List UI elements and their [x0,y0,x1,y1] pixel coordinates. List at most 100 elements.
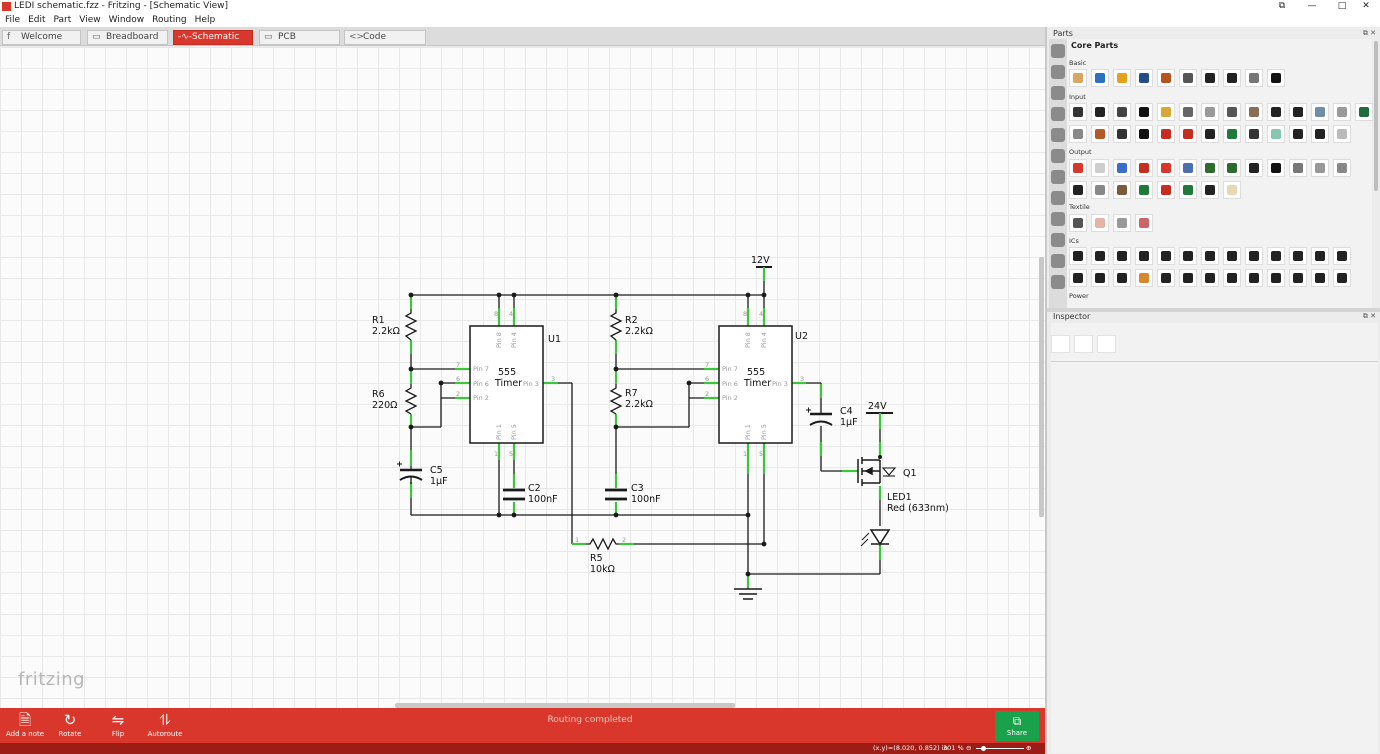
resistor-r5[interactable] [586,537,619,551]
transistor-q1[interactable] [857,457,897,486]
part-input[interactable] [1245,103,1263,121]
ic-u2[interactable]: 555 Timer U2 Pin 8 Pin 4 Pin 7 Pin 6 Pin… [705,310,808,458]
antenna-bin-icon[interactable] [1051,254,1065,268]
part-diode[interactable] [1179,69,1197,87]
part-input[interactable] [1223,125,1241,143]
part-output[interactable] [1201,159,1219,177]
part-input[interactable] [1113,125,1131,143]
part-output[interactable] [1179,159,1197,177]
part-input[interactable] [1069,103,1087,121]
search-bin-icon[interactable] [1051,44,1065,58]
tab-pcb[interactable]: ▭PCB [259,30,340,45]
rotate-button[interactable]: ↻ Rotate [45,708,95,743]
capacitor-c5[interactable] [397,461,423,485]
part-input[interactable] [1201,125,1219,143]
parts-scrollbar[interactable] [1374,41,1378,191]
part-output[interactable] [1135,159,1153,177]
vertical-scrollbar[interactable] [1039,257,1044,517]
part-textile[interactable] [1113,214,1131,232]
menu-routing[interactable]: Routing [152,15,187,25]
resistor-r7[interactable] [609,384,623,415]
part-input[interactable] [1135,125,1153,143]
part-ic[interactable] [1113,247,1131,265]
menu-window[interactable]: Window [108,15,145,25]
part-output[interactable] [1179,181,1197,199]
part-output[interactable] [1091,181,1109,199]
core-bin-icon[interactable] [1051,65,1065,79]
tab-schematic[interactable]: -∿-Schematic [173,30,253,45]
part-ic[interactable] [1223,269,1241,287]
part-ic[interactable] [1157,269,1175,287]
part-ic[interactable] [1333,247,1351,265]
part-input[interactable] [1355,103,1373,121]
menu-view[interactable]: View [79,15,101,25]
part-ic[interactable] [1069,247,1087,265]
dock-splitter[interactable] [1047,308,1380,312]
parts-dock-buttons[interactable]: ⧉ ✕ [1362,29,1376,37]
part-ceramic-capacitor[interactable] [1091,69,1109,87]
part-output[interactable] [1157,159,1175,177]
flip-button[interactable]: ⇋ Flip [93,708,143,743]
part-ic[interactable] [1201,269,1219,287]
minimize-button[interactable]: — [1307,1,1317,11]
part-ic[interactable] [1267,269,1285,287]
part-input[interactable] [1223,103,1241,121]
more-bin-icon[interactable] [1051,233,1065,247]
capacitor-c2[interactable] [503,488,525,501]
menu-edit[interactable]: Edit [28,15,46,25]
part-input[interactable] [1267,103,1285,121]
tab-breadboard[interactable]: ▭Breadboard [87,30,168,45]
arduino-bin-icon[interactable] [1051,128,1065,142]
capacitor-c3[interactable] [605,488,627,501]
part-input[interactable] [1179,125,1197,143]
part-ic[interactable] [1135,247,1153,265]
part-ic[interactable] [1157,247,1175,265]
part-electrolytic-capacitor[interactable] [1113,69,1131,87]
part-ic[interactable] [1179,269,1197,287]
part-output[interactable] [1333,159,1351,177]
omega-bin-icon[interactable] [1051,275,1065,289]
part-input[interactable] [1113,103,1131,121]
part-output[interactable] [1201,181,1219,199]
part-input[interactable] [1157,103,1175,121]
zoom-slider[interactable] [976,748,1024,749]
tab-code[interactable]: <>Code [344,30,426,45]
seeed-bin-icon[interactable] [1051,212,1065,226]
resistor-r2[interactable] [609,309,623,341]
chip-bin-icon[interactable] [1051,170,1065,184]
part-output[interactable] [1223,181,1241,199]
part-ic[interactable] [1267,247,1285,265]
part-output[interactable] [1223,159,1241,177]
part-ic[interactable] [1091,269,1109,287]
part-input[interactable] [1289,103,1307,121]
part-resistor[interactable] [1069,69,1087,87]
schematic-canvas[interactable]: 555 Timer U1 Pin 8 Pin 4 Pin 7 Pin 6 Pin… [0,47,1045,708]
part-voltage-regulator[interactable] [1245,69,1263,87]
part-ic[interactable] [1201,247,1219,265]
part-output[interactable] [1135,181,1153,199]
part-input[interactable] [1135,103,1153,121]
part-output[interactable] [1245,159,1263,177]
autoroute-button[interactable]: ⥮ Autoroute [140,708,190,743]
zoom-slider-handle[interactable] [981,746,986,751]
restore-window-icon[interactable]: ⧉ [1278,1,1286,11]
part-ic[interactable] [1069,269,1087,287]
sparkfun-bin-icon[interactable] [1051,191,1065,205]
ground-symbol[interactable] [734,588,762,600]
part-output[interactable] [1157,181,1175,199]
part-output[interactable] [1113,159,1131,177]
part-mosfet[interactable] [1223,69,1241,87]
capacitor-c4[interactable] [806,407,833,426]
contrib-bin-icon[interactable] [1051,107,1065,121]
part-ic[interactable] [1289,247,1307,265]
part-input[interactable] [1091,125,1109,143]
part-ic[interactable] [1091,247,1109,265]
part-mystery[interactable] [1267,69,1285,87]
resistor-r6[interactable] [404,384,418,415]
part-input[interactable] [1333,103,1351,121]
part-input[interactable] [1311,103,1329,121]
part-output[interactable] [1311,159,1329,177]
part-ic[interactable] [1289,269,1307,287]
maximize-button[interactable]: □ [1337,1,1347,11]
